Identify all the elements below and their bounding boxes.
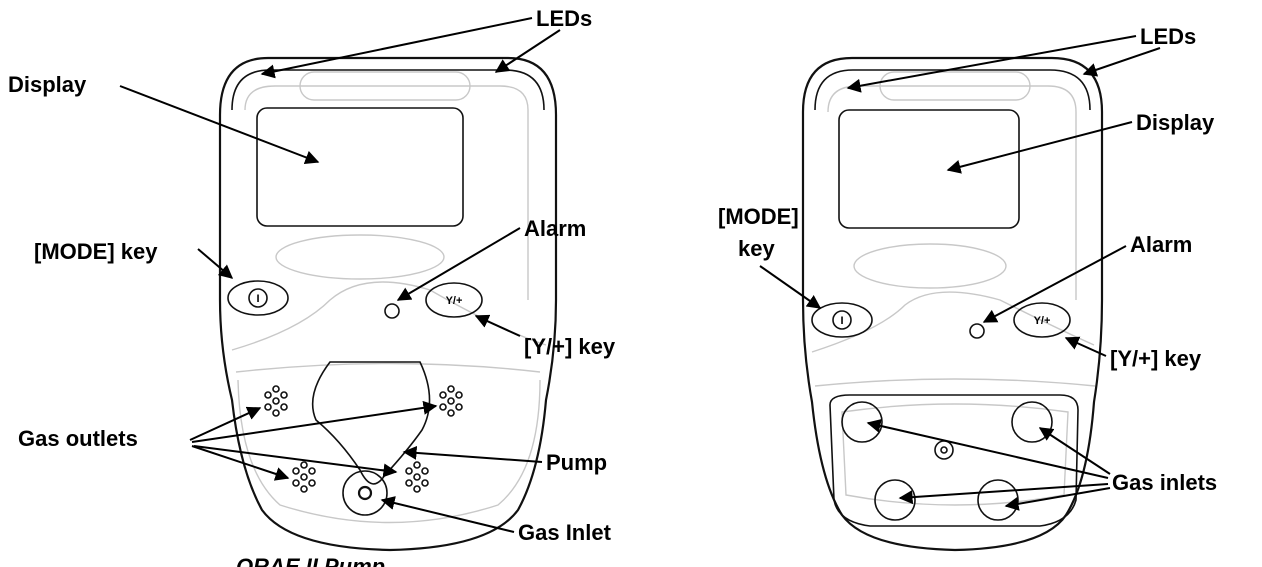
left-alarm-label: Alarm: [524, 216, 586, 241]
left-leds-label: LEDs: [536, 6, 592, 31]
right-mode-key[interactable]: I: [811, 302, 873, 338]
right-gas-inlets-pointer-4: [1004, 487, 1111, 511]
left-gas-outlet-tr: [439, 385, 463, 417]
left-display-label: Display: [8, 72, 87, 97]
left-y-key-pointer: [474, 314, 521, 337]
left-caption: QRAE II Pump: [236, 554, 385, 567]
left-device-body: [218, 56, 558, 552]
right-gas-inlet-tl: [841, 401, 883, 443]
left-mode-key[interactable]: I: [227, 280, 289, 316]
left-gas-outlets-label: Gas outlets: [18, 426, 138, 451]
left-gas-inlet-port: [342, 470, 388, 516]
right-y-key-glyph: Y/+: [1034, 315, 1051, 327]
right-y-key-label: [Y/+] key: [1110, 346, 1202, 371]
left-gas-inlet-label: Gas Inlet: [518, 520, 612, 545]
right-lower-bezel: [853, 243, 1007, 289]
right-gas-inlets-pointer-3: [898, 483, 1109, 505]
right-alarm-label: Alarm: [1130, 232, 1192, 257]
left-gas-outlets-pointer-2: [191, 400, 438, 443]
left-gas-inlet-hole: [357, 485, 373, 501]
right-mode-key-glyph: I: [840, 315, 843, 327]
right-leds-pointer-a: [846, 35, 1137, 93]
left-gas-outlets-pointer-3: [191, 445, 290, 481]
right-gas-inlets-label: Gas inlets: [1112, 470, 1217, 495]
right-device: I Y/+: [801, 56, 1104, 552]
right-display-label: Display: [1136, 110, 1215, 135]
left-y-key-label: [Y/+] key: [524, 334, 616, 359]
right-mode-key-label-line1: [MODE]: [718, 204, 799, 229]
left-pump-pointer: [402, 445, 543, 463]
right-center-port-hole: [940, 446, 948, 454]
left-inner-frame: [244, 85, 529, 300]
right-gas-inlets-pointer-2: [1038, 427, 1111, 475]
left-pump-label: Pump: [546, 450, 607, 475]
left-mode-key-label: [MODE] key: [34, 239, 158, 264]
left-gas-inlet-pointer: [380, 496, 515, 533]
left-y-key-glyph: Y/+: [446, 295, 463, 307]
left-gas-outlets-pointer-4: [193, 445, 398, 478]
right-gas-inlet-tr: [1011, 401, 1053, 443]
left-gas-outlet-tl: [264, 385, 288, 417]
right-display-pointer: [946, 121, 1133, 174]
right-y-key-pointer: [1064, 336, 1107, 357]
left-gas-outlets-pointer-1: [189, 406, 262, 441]
right-leds-pointer-b: [1082, 47, 1161, 77]
right-mode-key-label-line2: key: [738, 236, 775, 261]
right-face-contour: [811, 291, 1095, 353]
right-display-screen: [838, 109, 1020, 229]
left-gas-outlet-bl: [292, 461, 316, 493]
left-alarm-pointer: [396, 227, 521, 301]
left-display-pointer: [119, 85, 320, 165]
right-face-divider: [814, 378, 1096, 387]
left-pump-housing: [311, 361, 431, 485]
right-alarm-indicator: [969, 323, 985, 339]
left-mode-key-pointer: [197, 248, 234, 279]
left-y-key[interactable]: Y/+: [425, 282, 483, 318]
right-inner-frame: [827, 85, 1077, 300]
right-y-key[interactable]: Y/+: [1013, 302, 1071, 338]
right-gas-inlets-pointer-1: [866, 418, 1109, 479]
left-mode-key-glyph: I: [256, 293, 259, 305]
right-alarm-pointer: [982, 245, 1127, 323]
left-leds-pointer-b: [494, 29, 561, 73]
left-leds-pointer-a: [260, 17, 533, 79]
right-sensor-panel: [829, 394, 1079, 527]
right-leds-label: LEDs: [1140, 24, 1196, 49]
left-lower-bezel: [275, 234, 445, 280]
left-gas-outlet-br: [405, 461, 429, 493]
left-lower-panel: [237, 379, 541, 524]
right-gas-inlet-bl: [874, 479, 916, 521]
right-mode-key-pointer: [759, 265, 822, 309]
left-face-divider: [235, 362, 541, 373]
left-alarm-indicator: [384, 303, 400, 319]
left-top-bezel: [231, 69, 545, 111]
left-display-screen: [256, 107, 464, 227]
left-device: I Y/+: [218, 56, 558, 552]
